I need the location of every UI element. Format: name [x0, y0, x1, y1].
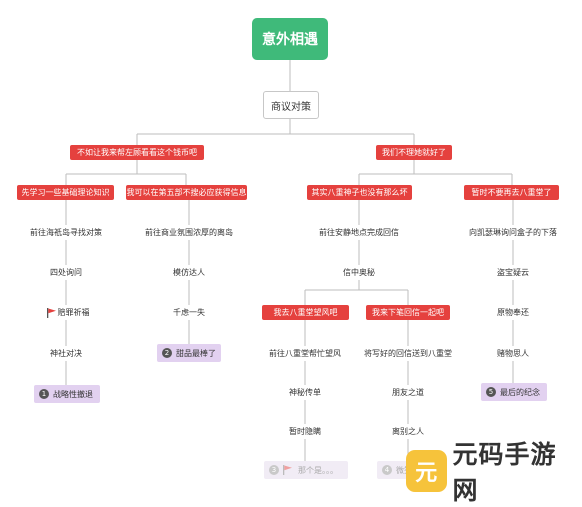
col3-step-1: 前往安静地点完成回信 [314, 225, 404, 240]
col1-step-2: 四处询问 [42, 265, 90, 280]
ending-1-label: 战略性撤退 [53, 389, 93, 399]
ending-3-label: 那个是。。。 [298, 465, 338, 475]
ending-1-number: 1 [39, 389, 49, 399]
ending-3: 3 那个是。。。 [264, 461, 348, 479]
branch-left: 不如让我来帮左顾看看这个钱币吧 [70, 145, 204, 160]
col3b-step-1: 将写好的回信送到八重堂 [360, 346, 456, 361]
watermark-text: 元码手游网 [452, 440, 557, 505]
col2-step-3: 千虑一失 [166, 305, 212, 320]
col3-branch-a: 我去八重堂望风吧 [262, 305, 349, 320]
col3a-step-2: 神秘传单 [285, 385, 325, 400]
col3b-step-3: 离别之人 [388, 424, 428, 439]
col3b-step-2: 朋友之道 [388, 385, 428, 400]
col1-step-3-label: 赔罪祈福 [57, 308, 90, 317]
col1-step-4: 神社对决 [42, 346, 90, 361]
watermark: 元 元码手游网 [406, 440, 578, 505]
col1-step-1: 前往海祇岛寻找对策 [22, 225, 110, 240]
col3a-step-3: 暂时隐瞒 [285, 424, 325, 439]
col1-step-3: 赔罪祈福 [38, 305, 98, 320]
ending-4-number: 4 [382, 465, 392, 475]
col3a-step-1: 前往八重堂帮忙望风 [264, 346, 346, 361]
col3-step-2: 信中奥秘 [336, 265, 382, 280]
col2-step-1: 前往商业氛围浓厚的离岛 [140, 225, 238, 240]
level1-node: 商议对策 [263, 91, 319, 119]
sub-branch-2: 我可以在第五部不搜必应获得信息 [126, 185, 247, 200]
col2-step-2: 模仿达人 [166, 265, 212, 280]
ending-2: 2 甜品最棒了 [157, 344, 221, 362]
ending-5-label: 最后的纪念 [500, 387, 540, 397]
branch-right: 我们不理她就好了 [376, 145, 452, 160]
col4-step-3: 原物奉还 [490, 305, 536, 320]
col4-step-2: 盗宝疑云 [490, 265, 536, 280]
flag-icon [283, 465, 292, 475]
flag-icon [46, 307, 56, 318]
sub-branch-1: 先学习一些基础理论知识 [17, 185, 114, 200]
sub-branch-3: 其实八重神子也没有那么坏 [307, 185, 412, 200]
ending-5-number: 5 [486, 387, 496, 397]
ending-2-label: 甜品最棒了 [176, 348, 216, 358]
watermark-logo: 元 [406, 450, 447, 492]
root-node: 意外相遇 [252, 18, 328, 60]
col4-step-1: 向凯瑟琳询问盒子的下落 [464, 225, 562, 240]
col4-step-4: 赌物思人 [490, 346, 536, 361]
ending-3-number: 3 [269, 465, 279, 475]
ending-1: 1 战略性撤退 [34, 385, 100, 403]
ending-5: 5 最后的纪念 [481, 383, 547, 401]
ending-2-number: 2 [162, 348, 172, 358]
sub-branch-4: 暂时不要再去八重堂了 [464, 185, 559, 200]
col3-branch-b: 我来下笔回信一起吧 [366, 305, 450, 320]
